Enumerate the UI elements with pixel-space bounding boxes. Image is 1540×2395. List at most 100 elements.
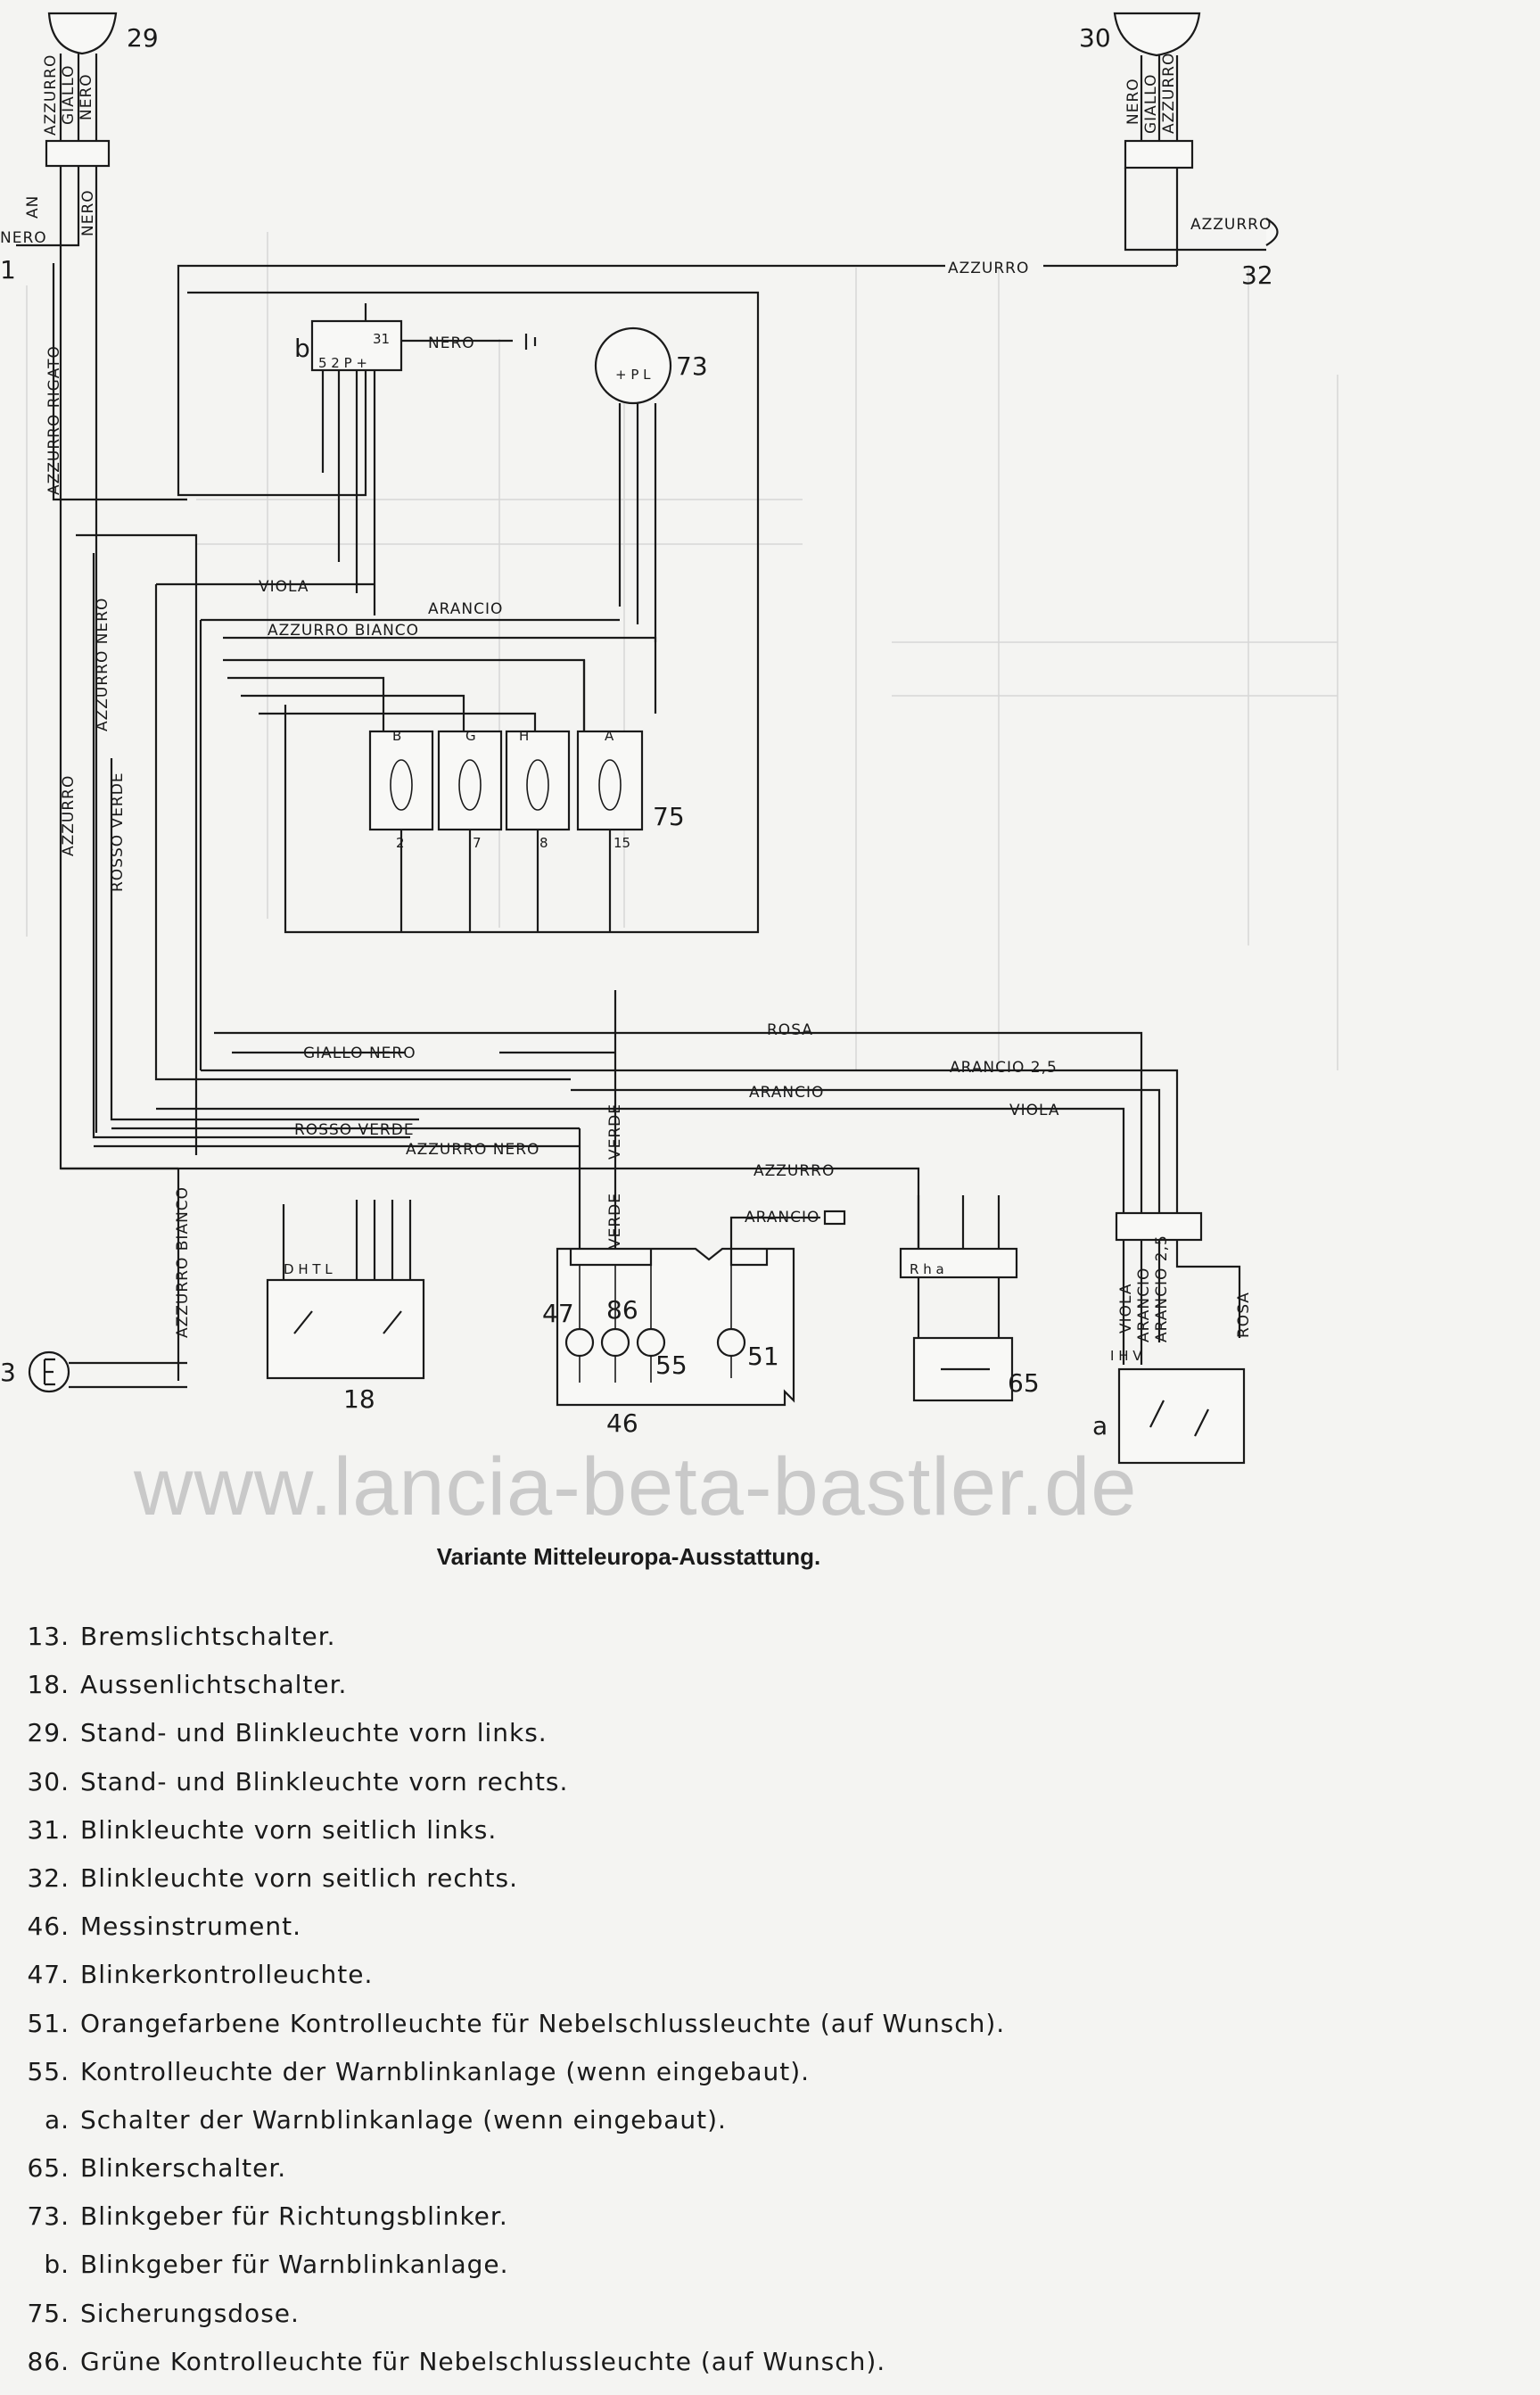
component-label-29: 29 [127, 23, 159, 53]
legend-text: Blinkerkontrolleuchte. [80, 1960, 374, 1990]
component-label-65: 65 [1008, 1368, 1040, 1398]
legend-number: 65. [27, 2153, 70, 2184]
legend-text: Stand- und Blinkleuchte vorn rechts. [80, 1766, 569, 1796]
wire-label-c30-giallo: GIALLO [1142, 73, 1160, 134]
legend-item: 31. Blinkleuchte vorn seitlich links. [0, 1815, 1005, 1863]
legend-number: 31. [27, 1814, 70, 1845]
wire-label-nero-vert: NERO [79, 189, 97, 236]
legend-text: Sicherungsdose. [80, 2298, 300, 2328]
legend-text: Blinkleuchte vorn seitlich links. [80, 1814, 498, 1845]
wire-label-viola-mid: VIOLA [1009, 1102, 1060, 1119]
fuse-label-h: H [519, 728, 529, 744]
legend-number: 75. [27, 2298, 70, 2328]
legend-text: Orangefarbene Kontrolleuchte für Nebelsc… [80, 2008, 1006, 2038]
terminal-label-b-31: 31 [373, 331, 390, 347]
flasher-unit-b: b 5 2 P + 31 NERO [294, 319, 537, 615]
wire-label-verde-1: VERDE [606, 1103, 624, 1160]
legend-text: Aussenlichtschalter. [80, 1670, 348, 1700]
wire-label-azzurro-nero-left: AZZURRO NERO [94, 598, 111, 731]
wire-label-verde-2: VERDE [606, 1193, 624, 1249]
legend-number: 51. [27, 2008, 70, 2038]
legend-item: 51. Orangefarbene Kontrolleuchte für Nebe… [0, 2009, 1005, 2057]
component-label-32: 32 [1241, 260, 1273, 290]
fuse-terminal-2: 2 [396, 835, 405, 851]
legend-number: 55. [27, 2056, 70, 2086]
legend-number: 30. [27, 1766, 70, 1796]
wire-label-arancio-25: ARANCIO 2,5 [950, 1059, 1058, 1077]
component-label-18: 18 [343, 1384, 375, 1414]
wire-label-an: AN [24, 195, 42, 219]
wire-label-c30-nero: NERO [1124, 78, 1142, 125]
legend-item: 75. Sicherungsdose. [0, 2299, 1005, 2347]
component-label-46: 46 [606, 1408, 638, 1438]
fuse-label-a: A [605, 728, 614, 744]
legend-item: 46. Messinstrument. [0, 1912, 1005, 1960]
component-label-31: 1 [0, 255, 16, 285]
component-label-73: 73 [676, 351, 708, 381]
legend-item: 47. Blinkerkontrolleuchte. [0, 1960, 1005, 2008]
wire-label-azzurro-nero-mid: AZZURRO NERO [406, 1141, 539, 1159]
legend-text: Blinkleuchte vorn seitlich rechts. [80, 1862, 518, 1893]
terminal-label-18: D H T L [284, 1261, 333, 1277]
wire-label-viola: VIOLA [259, 578, 309, 596]
terminal-label-65: R h a [910, 1261, 944, 1277]
component-label-a: a [1092, 1411, 1108, 1441]
wire-label-azzurro-top: AZZURRO [948, 260, 1029, 277]
wire-label-arancio-51: ARANCIO [745, 1209, 819, 1226]
hazard-switch-a: VIOLA ARANCIO ARANCIO 2,5 ROSA I H V a [1092, 1211, 1253, 1465]
legend-number: 73. [27, 2201, 70, 2232]
legend-text: Bremslichtschalter. [80, 1622, 336, 1651]
wire-label-azzurro-rigato: AZZURRO RIGATO [45, 345, 63, 495]
wire-label-azzurro-65: AZZURRO [754, 1162, 835, 1180]
turn-signal-switch-65: R h a 65 [899, 1195, 1040, 1402]
wire-label-rosso-verde-mid: ROSSO VERDE [294, 1121, 415, 1139]
legend-item: 65. Blinkerschalter. [0, 2153, 1005, 2201]
legend-number: 47. [27, 1960, 70, 1990]
legend-number: 46. [27, 1912, 70, 1942]
component-label-13: 3 [0, 1358, 16, 1387]
wire-label-azzurro-left: AZZURRO [60, 775, 78, 856]
legend-number: 13. [27, 1622, 70, 1651]
terminal-label-73: + P L [615, 367, 651, 383]
wire-label-c30-azzurro: AZZURRO [1160, 53, 1178, 134]
brake-switch-13: 3 AZZURRO BIANCO [0, 1169, 192, 1393]
legend-item: b. Blinkgeber für Warnblinkanlage. [0, 2250, 1005, 2298]
component-label-47: 47 [542, 1299, 574, 1328]
wire-label-arancio25-a: ARANCIO 2,5 [1153, 1235, 1171, 1342]
watermark: www.lancia-beta-bastler.de [134, 1441, 1138, 1532]
diagram-caption: Variante Mitteleuropa-Ausstattung. [436, 1543, 821, 1570]
component-legend: 13. Bremslichtschalter. 18.Aussenlichtsch… [0, 1622, 1005, 2395]
legend-text: Messinstrument. [80, 1912, 302, 1942]
lamp-29: 29 AZZURRO GIALLO NERO [42, 12, 159, 168]
wire-label-rosa-a: ROSA [1235, 1292, 1253, 1338]
fuse-terminal-15: 15 [614, 835, 630, 851]
wire-label-giallo-nero: GIALLO NERO [303, 1045, 416, 1062]
legend-text: Kontrolleuchte der Warnblinkanlage (wenn… [80, 2056, 811, 2086]
legend-item: a. Schalter der Warnblinkanlage (wenn ein… [0, 2105, 1005, 2153]
wire-label-azzurro-bianco: AZZURRO BIANCO [268, 622, 419, 640]
instrument-46: 47 86 55 51 46 ARANCIO [542, 1209, 846, 1438]
legend-text: Grüne Kontrolleuchte für Nebelschlussleu… [80, 2346, 886, 2376]
legend-number: 29. [27, 1718, 70, 1748]
fuse-feed-wires: VIOLA ARANCIO AZZURRO BIANCO [154, 578, 657, 1081]
legend-number: b. [44, 2250, 70, 2280]
wire-label-viola-a: VIOLA [1117, 1283, 1135, 1334]
background-ghost-lines [26, 232, 1338, 1070]
terminal-label-b-pins: 5 2 P + [318, 355, 367, 371]
legend-item: 73. Blinkgeber für Richtungsblinker. [0, 2201, 1005, 2250]
wire-label-c29-nero: NERO [78, 73, 95, 120]
legend-number: a. [44, 2104, 70, 2135]
wire-label-arancio-a: ARANCIO [1135, 1268, 1153, 1342]
light-switch-18: D H T L 18 [266, 1200, 425, 1414]
legend-text: Blinkgeber für Warnblinkanlage. [80, 2250, 509, 2280]
legend-text: Blinkerschalter. [80, 2153, 287, 2184]
legend-item: 32.Blinkleuchte vorn seitlich rechts. [0, 1863, 1005, 1912]
wiring-diagram: 29 AZZURRO GIALLO NERO AN NERO NERO 1 AZ… [0, 12, 1338, 1465]
legend-text: Schalter der Warnblinkanlage (wenn einge… [80, 2104, 727, 2135]
legend-item: 30. Stand- und Blinkleuchte vorn rechts. [0, 1767, 1005, 1815]
wire-label-c29-azzurro: AZZURRO [42, 54, 60, 136]
legend-item: 18.Aussenlichtschalter. [0, 1670, 1005, 1718]
component-label-86: 86 [606, 1295, 638, 1325]
legend-item: 55. Kontrolleuchte der Warnblinkanlage (w… [0, 2057, 1005, 2105]
legend-text: Blinkgeber für Richtungsblinker. [80, 2201, 508, 2232]
